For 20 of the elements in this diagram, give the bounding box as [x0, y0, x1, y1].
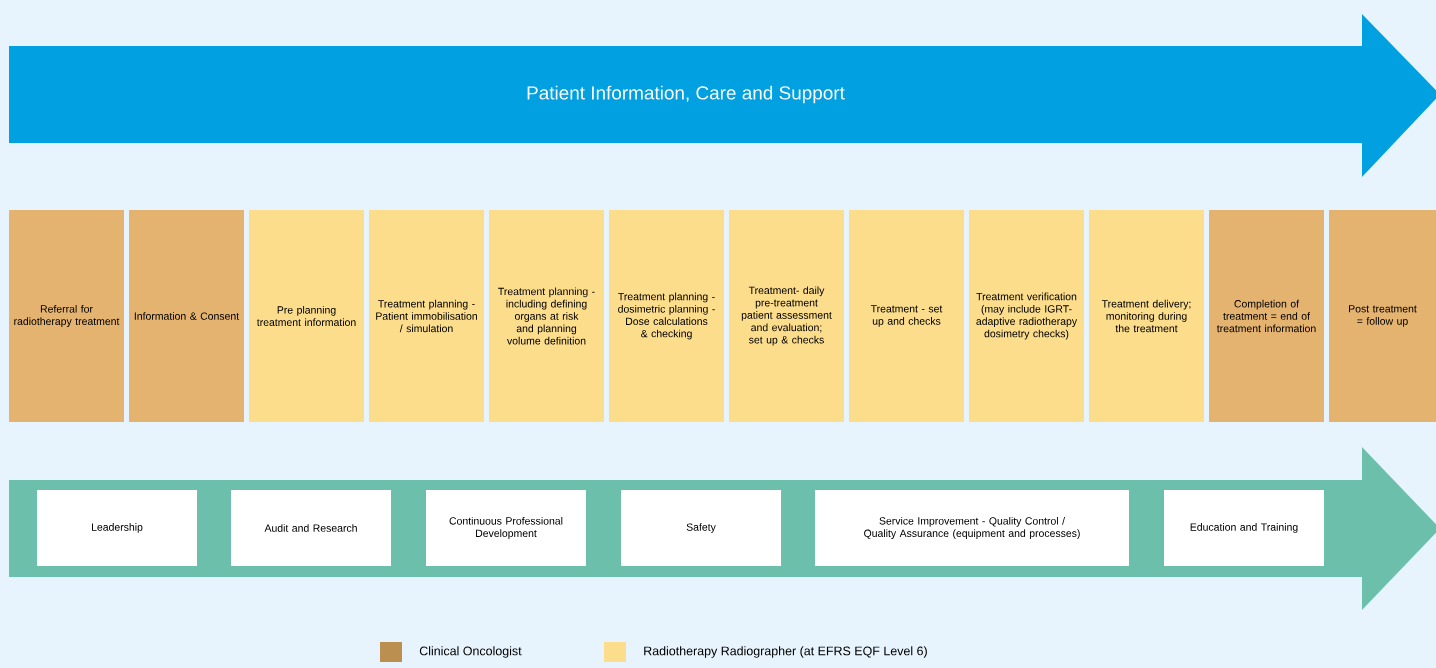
- stage-box: Post treatment = follow up: [1329, 210, 1436, 422]
- topic-box: Audit and Research: [231, 490, 391, 566]
- stage-box: Information & Consent: [129, 210, 244, 422]
- stage-box: Treatment- daily pre-treatment patient assessment and evaluation; set up & checks: [729, 210, 844, 422]
- stage-box: Referral for radiotherapy treatment: [9, 210, 124, 422]
- stage-box: Treatment planning - dosimetric planning - Dose calculations & checking: [609, 210, 724, 422]
- topic-box: Leadership: [37, 490, 197, 566]
- stage-box: Pre planning treatment information: [249, 210, 364, 422]
- stage-box: Treatment planning - including defining organs at risk and planning volume definition: [489, 210, 604, 422]
- stage-box: Treatment - set up and checks: [849, 210, 964, 422]
- legend-label: Radiotherapy Radiographer (at EFRS EQF Level 6): [644, 646, 927, 658]
- stage-box: Treatment verification (may include IGRT- adaptive radiotherapy dosimetry checks): [969, 210, 1084, 422]
- topic-box: Education and Training: [1164, 490, 1324, 566]
- topic-box: Service Improvement - Quality Control / Quality Assurance (equipment and processes): [815, 490, 1129, 566]
- stage-box: Completion of treatment = end of treatment information: [1209, 210, 1324, 422]
- topic-box: Safety: [621, 490, 781, 566]
- topic-box: Continuous Professional Development: [426, 490, 586, 566]
- stage-box: Treatment planning - Patient immobilisation / simulation: [369, 210, 484, 422]
- stage-box: Treatment delivery; monitoring during the treatment: [1089, 210, 1204, 422]
- legend-label: Clinical Oncologist: [419, 646, 522, 658]
